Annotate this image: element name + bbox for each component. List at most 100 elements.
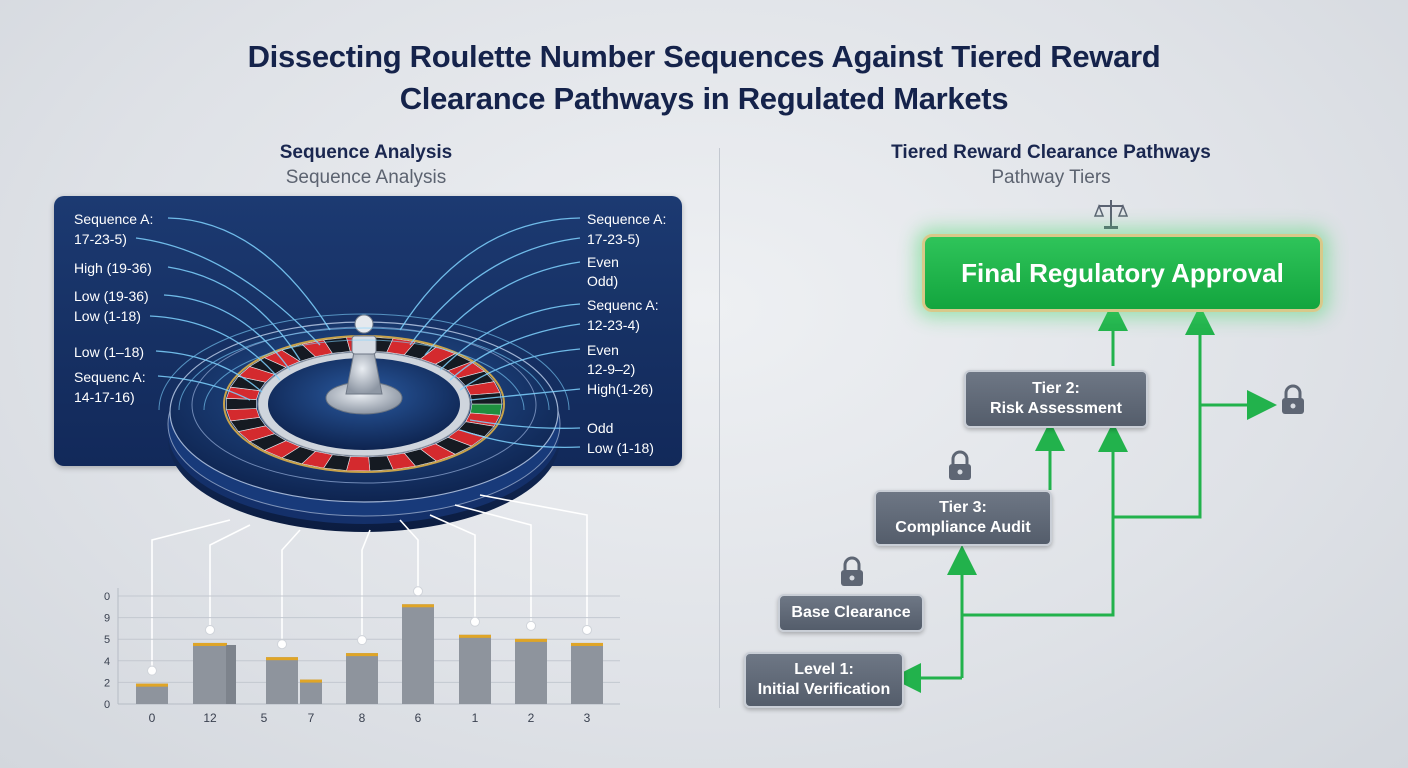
y-tick-label: 0 <box>104 699 110 711</box>
final-regulatory-approval-box[interactable]: Final Regulatory Approval <box>922 234 1323 312</box>
glow-line <box>459 429 581 449</box>
y-tick-label: 9 <box>104 613 110 625</box>
glow-arc <box>178 327 550 411</box>
x-tick-label: 7 <box>308 711 315 725</box>
chart-bar-cap <box>402 604 434 608</box>
chart-point <box>147 665 157 676</box>
glow-arc <box>158 313 570 411</box>
wheel-to-chart-connectors <box>151 494 588 666</box>
chart-point <box>526 620 536 631</box>
chart-point <box>413 586 423 597</box>
connector-line <box>429 514 476 617</box>
sequence-label-left: Low (1–18) <box>74 344 145 360</box>
connector-line <box>361 529 371 636</box>
chart-bar-cap <box>300 679 322 683</box>
final-approval-label: Final Regulatory Approval <box>961 257 1284 288</box>
sequence-label-right: Even <box>587 254 619 270</box>
tier-2-label: Tier 2: <box>1032 380 1080 397</box>
chart-bar-cap <box>136 683 168 687</box>
sequence-label-right: High(1-26) <box>587 381 654 397</box>
lock-icon <box>841 556 863 586</box>
chart-bar-cap <box>515 638 547 642</box>
sequence-glow-lines <box>135 217 581 449</box>
sequence-analysis-heading: Sequence Analysis <box>279 142 453 163</box>
title-line-2: Clearance Pathways in Regulated Markets <box>399 81 1009 116</box>
sequence-label-right: Odd <box>587 420 614 436</box>
tier-3-box[interactable]: Tier 3: Compliance Audit <box>874 490 1052 546</box>
connector-line <box>209 524 251 625</box>
lock-icon <box>949 450 971 480</box>
connector-line <box>479 494 588 625</box>
chart-bar <box>300 679 322 704</box>
chart-bar <box>136 683 168 704</box>
chart-bar-cap <box>459 634 491 638</box>
glow-line <box>469 419 581 429</box>
sequence-label-right: Even <box>587 342 619 358</box>
y-tick-label: 4 <box>104 656 110 668</box>
connector-line <box>454 504 532 621</box>
chart-bar-cap <box>346 653 378 657</box>
glow-line <box>135 237 321 346</box>
sequence-label-left: Sequence A: <box>74 211 154 227</box>
glow-line <box>409 237 581 346</box>
page-title: Dissecting Roulette Number Sequences Aga… <box>0 36 1408 120</box>
pathways-heading: Tiered Reward Clearance Pathways <box>891 142 1211 163</box>
tier-2-box[interactable]: Tier 2: Risk Assessment <box>964 370 1148 428</box>
chart-point <box>470 616 480 627</box>
chart-bar <box>266 657 298 704</box>
glow-line <box>167 217 331 331</box>
glow-line <box>163 294 291 371</box>
glow-line <box>469 388 581 401</box>
glow-line <box>167 266 301 361</box>
glow-line <box>157 375 251 401</box>
base-clearance-label: Base Clearance <box>791 604 911 621</box>
chart-bar-secondary <box>226 644 236 704</box>
tier-3-name: Compliance Audit <box>895 519 1031 536</box>
chart-bar-cap <box>193 642 227 646</box>
column-divider <box>719 148 720 708</box>
chart-point <box>357 635 367 646</box>
level-1-box[interactable]: Level 1: Initial Verification <box>744 652 904 708</box>
tier-3-label: Tier 3: <box>939 499 987 516</box>
x-tick-label: 6 <box>415 711 422 725</box>
scales-icon <box>1094 200 1128 229</box>
chart-bar-cap <box>266 657 298 661</box>
x-tick-label: 3 <box>584 711 591 725</box>
base-clearance-box[interactable]: Base Clearance <box>778 594 924 632</box>
sequence-analysis-subheading: Sequence Analysis <box>285 167 447 188</box>
sequence-label-right: 12-23-4) <box>587 317 640 333</box>
chart-bar-cap <box>571 642 603 646</box>
y-tick-label: 2 <box>104 677 110 689</box>
sequence-label-left: 14-17-16) <box>74 389 135 405</box>
x-tick-label: 0 <box>149 711 156 725</box>
level-1-label: Level 1: <box>794 661 854 678</box>
sequence-label-left: High (19-36) <box>74 260 152 276</box>
sequence-label-right: 12-9–2) <box>587 361 636 377</box>
chart-bar <box>571 642 603 704</box>
x-tick-label: 8 <box>359 711 366 725</box>
connector-line <box>281 529 301 640</box>
glow-line <box>439 303 581 371</box>
sequence-label-right: 17-23-5) <box>587 231 640 247</box>
connector-line <box>399 519 419 587</box>
chart-bar <box>459 634 491 704</box>
title-line-1: Dissecting Roulette Number Sequences Aga… <box>247 39 1161 74</box>
chart-point <box>582 624 592 635</box>
sequence-label-right: Odd) <box>587 273 619 289</box>
x-tick-label: 2 <box>528 711 535 725</box>
chart-bar <box>346 653 378 704</box>
glow-line <box>155 350 263 393</box>
sequence-label-left: 17-23-5) <box>74 231 127 247</box>
glow-arc <box>203 339 525 411</box>
sequence-label-left: Low (1-18) <box>74 308 141 324</box>
lock-icon <box>1282 384 1304 414</box>
chart-bar <box>402 604 434 704</box>
level-1-name: Initial Verification <box>757 681 891 698</box>
chart-point <box>277 639 287 650</box>
y-tick-label: 0 <box>104 591 110 603</box>
